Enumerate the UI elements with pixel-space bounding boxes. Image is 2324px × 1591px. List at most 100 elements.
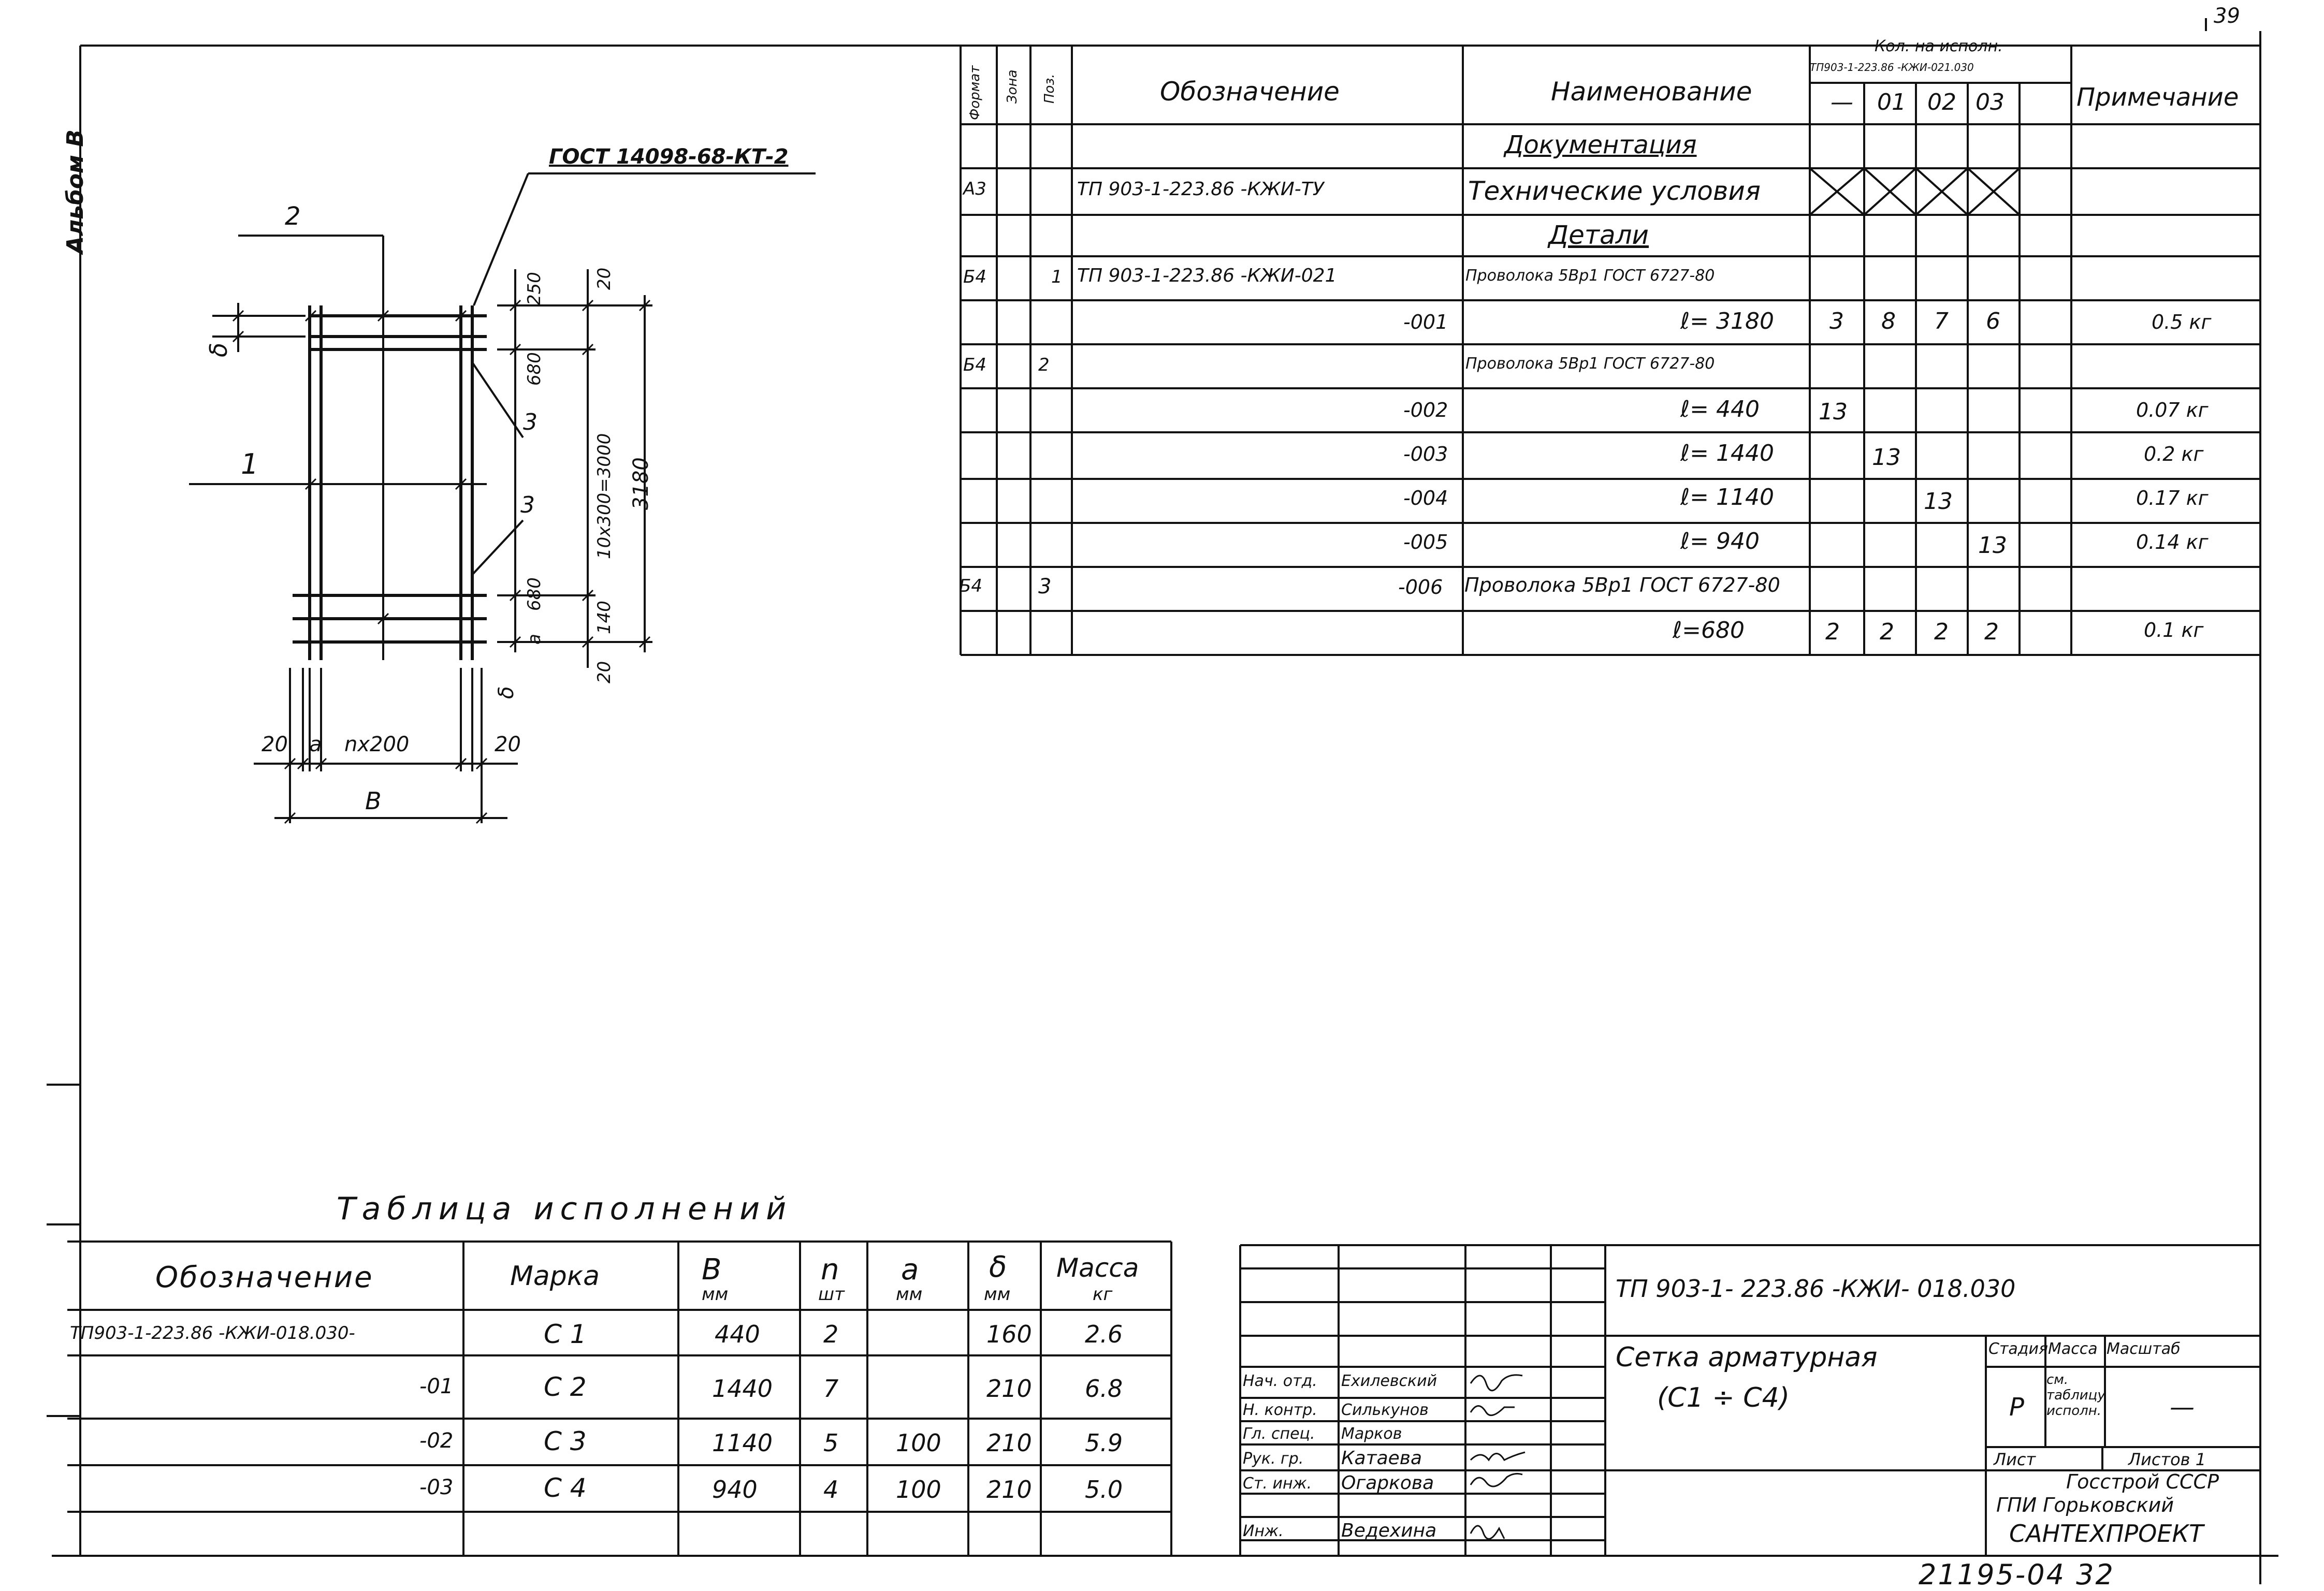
spec-header-zone: Зона bbox=[1005, 69, 1020, 104]
exec-row-n: 2 bbox=[823, 1320, 839, 1348]
scale-label: Масштаб bbox=[2107, 1340, 2181, 1358]
position-1-label: 1 bbox=[241, 448, 259, 480]
exec-header-d-unit: мм bbox=[984, 1284, 1011, 1305]
position-2-label: 2 bbox=[285, 202, 301, 231]
spec-header-designation: Обозначение bbox=[1160, 77, 1340, 107]
exec-header-mass: Масса bbox=[1056, 1253, 1139, 1283]
title-block-name-line2: (С1 ÷ С4) bbox=[1657, 1382, 1790, 1413]
exec-row-B: 940 bbox=[712, 1476, 758, 1504]
spec-row-name: ℓ= 1140 bbox=[1680, 484, 1775, 510]
dim-20-top: 20 bbox=[594, 267, 615, 290]
spec-row-qty: 8 bbox=[1881, 308, 1896, 334]
spec-row-name: Технические условия bbox=[1468, 176, 1761, 206]
exec-header-mark: Марка bbox=[510, 1261, 600, 1292]
spec-row-qty: 13 bbox=[1924, 488, 1953, 515]
exec-row-mass: 2.6 bbox=[1085, 1320, 1123, 1348]
staff-role: Инж. bbox=[1243, 1522, 1284, 1540]
exec-header-n-unit: шт bbox=[818, 1284, 845, 1305]
spec-header-qty-sub: ТП903-1-223.86 -КЖИ-021.030 bbox=[1810, 61, 1974, 74]
exec-header-n: n bbox=[821, 1253, 839, 1287]
spec-row-designation: -002 bbox=[1403, 399, 1448, 421]
exec-row-mass: 5.0 bbox=[1085, 1476, 1123, 1504]
spec-header-name: Наименование bbox=[1551, 77, 1752, 107]
exec-row-B: 440 bbox=[715, 1320, 760, 1348]
staff-name: Ехилевский bbox=[1341, 1372, 1437, 1390]
spec-row-note: 0.1 кг bbox=[2144, 619, 2204, 641]
exec-row-designation: -02 bbox=[419, 1429, 454, 1453]
staff-name: Марков bbox=[1341, 1425, 1402, 1443]
spec-row-note: 0.14 кг bbox=[2136, 531, 2209, 553]
spec-row-qty: 13 bbox=[1872, 444, 1901, 471]
spec-row-name: Проволока 5Вр1 ГОСТ 6727-80 bbox=[1465, 267, 1715, 285]
dim-delta-left: δ bbox=[205, 342, 233, 357]
spec-header-var-3: 03 bbox=[1976, 89, 2005, 115]
exec-row-mass: 6.8 bbox=[1085, 1375, 1123, 1403]
exec-row-n: 4 bbox=[823, 1476, 839, 1504]
spec-row-qty: 13 bbox=[1978, 532, 2007, 559]
stage-value: Р bbox=[2009, 1393, 2024, 1422]
exec-table-title: Таблица исполнений bbox=[337, 1191, 793, 1227]
spec-row-designation: ТП 903-1-223.86 -КЖИ-021 bbox=[1077, 265, 1337, 286]
spec-header-var-0: — bbox=[1831, 89, 1853, 115]
dim-a-bottom: а bbox=[309, 733, 322, 756]
spec-row-designation: -006 bbox=[1398, 576, 1443, 599]
title-block-code: ТП 903-1- 223.86 -КЖИ- 018.030 bbox=[1616, 1275, 2016, 1303]
spec-row-designation: -004 bbox=[1403, 487, 1448, 509]
dim-680-bottom: 680 bbox=[524, 577, 545, 611]
dim-20-right: 20 bbox=[495, 733, 521, 756]
staff-name: Огаркова bbox=[1341, 1472, 1434, 1494]
spec-row-pos: 1 bbox=[1051, 267, 1063, 287]
dim-a-right: а bbox=[524, 634, 545, 645]
spec-header-format: Формат bbox=[967, 65, 983, 121]
exec-row-B: 1440 bbox=[712, 1375, 773, 1403]
mass-label: Масса bbox=[2048, 1340, 2098, 1358]
exec-header-a-unit: мм bbox=[896, 1284, 923, 1305]
stage-label: Стадия bbox=[1988, 1340, 2049, 1358]
exec-header-a: а bbox=[901, 1253, 919, 1287]
dim-n200: nх200 bbox=[344, 733, 410, 756]
dim-250: 250 bbox=[524, 272, 545, 305]
spec-row-designation: -001 bbox=[1403, 311, 1448, 333]
spec-row-designation: -005 bbox=[1403, 531, 1448, 553]
spec-row-pos: 3 bbox=[1038, 575, 1052, 599]
spec-header-var-1: 01 bbox=[1877, 89, 1906, 115]
spec-row-name: Детали bbox=[1548, 220, 1649, 250]
spec-row-pos: 2 bbox=[1038, 355, 1050, 375]
spec-header-var-2: 02 bbox=[1927, 89, 1956, 115]
exec-row-d: 160 bbox=[986, 1320, 1032, 1348]
dim-140: 140 bbox=[594, 601, 615, 634]
exec-row-a: 100 bbox=[896, 1429, 941, 1457]
exec-row-mark: С 4 bbox=[544, 1473, 587, 1503]
spec-row-name: Проволока 5Вр1 ГОСТ 6727-80 bbox=[1464, 574, 1780, 596]
title-block-name-line1: Сетка арматурная bbox=[1616, 1342, 1878, 1373]
spec-row-note: 0.5 кг bbox=[2152, 311, 2212, 333]
dim-span: 10х300=3000 bbox=[594, 433, 615, 559]
exec-header-designation: Обозначение bbox=[155, 1261, 374, 1294]
scale-value: — bbox=[2170, 1393, 2195, 1422]
exec-row-n: 7 bbox=[823, 1375, 839, 1403]
dim-3180: 3180 bbox=[629, 457, 653, 510]
exec-row-mark: С 3 bbox=[544, 1426, 587, 1456]
exec-row-mark: С 1 bbox=[544, 1319, 587, 1349]
staff-role: Рук. гр. bbox=[1243, 1450, 1304, 1468]
spec-row-format: А3 bbox=[963, 179, 986, 199]
spec-header-note: Примечание bbox=[2076, 83, 2239, 112]
position-3-label-bottom: 3 bbox=[520, 492, 535, 518]
org-line3: САНТЕХПРОЕКТ bbox=[2009, 1520, 2204, 1548]
spec-row-format: Б4 bbox=[963, 267, 986, 287]
exec-row-d: 210 bbox=[986, 1429, 1032, 1457]
spec-header-qty-title: Кол. на исполн. bbox=[1875, 37, 2003, 55]
spec-row-qty: 3 bbox=[1829, 308, 1844, 334]
exec-row-d: 210 bbox=[986, 1375, 1032, 1403]
org-line2: ГПИ Горьковский bbox=[1996, 1494, 2174, 1516]
spec-row-designation: -003 bbox=[1403, 443, 1448, 465]
exec-row-n: 5 bbox=[823, 1429, 839, 1457]
dim-20-bottom: 20 bbox=[594, 661, 615, 683]
spec-row-qty: 6 bbox=[1986, 308, 2000, 334]
position-3-label-top: 3 bbox=[523, 409, 538, 435]
dim-20-left: 20 bbox=[262, 733, 288, 756]
exec-row-d: 210 bbox=[986, 1476, 1032, 1504]
spec-row-format: Б4 bbox=[959, 576, 982, 596]
exec-row-a: 100 bbox=[896, 1476, 941, 1504]
